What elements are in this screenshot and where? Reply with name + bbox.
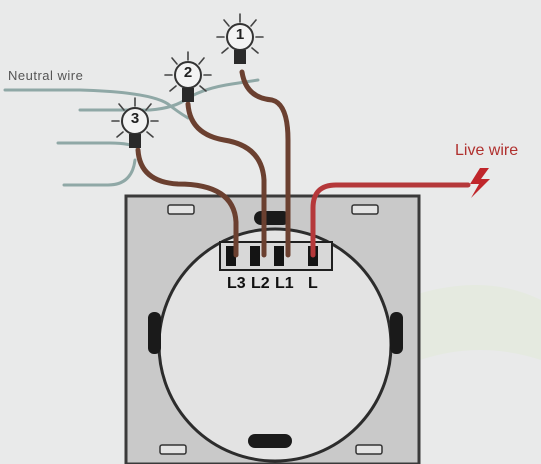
terminal-label-l2: L2	[251, 275, 270, 292]
load-wires	[135, 69, 291, 258]
lightning-icon	[470, 168, 490, 198]
terminal-label-l3: L3	[227, 275, 246, 292]
plate-clips	[159, 204, 383, 455]
live-wire	[310, 182, 471, 258]
bulb-3	[111, 97, 159, 148]
bulb-3-number: 3	[130, 110, 140, 127]
bulb-1	[216, 13, 264, 64]
neutral-wire-label: Neutral wire	[8, 68, 84, 83]
terminal-label-l1: L1	[275, 275, 294, 292]
background-swirl	[400, 285, 541, 360]
live-wire-label: Live wire	[455, 142, 519, 159]
bulb-1-number: 1	[235, 26, 245, 43]
bulb-2	[164, 51, 212, 102]
terminal-label-l: L	[308, 275, 318, 292]
bulb-2-number: 2	[183, 64, 193, 81]
